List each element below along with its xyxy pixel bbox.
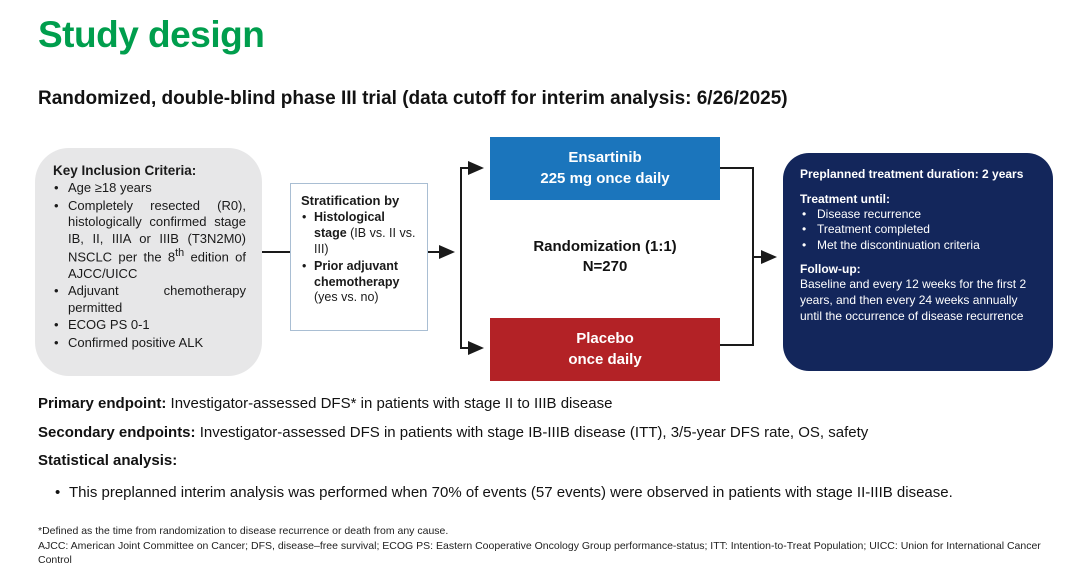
followup-text: Baseline and every 12 weeks for the firs… <box>800 277 1027 323</box>
list-item: Adjuvant chemotherapy permitted <box>53 283 246 316</box>
trial-subtitle: Randomized, double-blind phase III trial… <box>38 88 788 109</box>
arm-drug-name: Placebo <box>576 330 634 348</box>
inclusion-criteria-box: Key Inclusion Criteria: Age ≥18 years Co… <box>35 148 262 376</box>
treatment-until-list: Disease recurrence Treatment completed M… <box>800 207 1038 253</box>
list-item: ECOG PS 0-1 <box>53 317 246 334</box>
endpoints-section: Primary endpoint: Investigator-assessed … <box>38 395 1053 501</box>
placebo-arm-box: Placebo once daily <box>490 318 720 381</box>
statistical-analysis-heading: Statistical analysis: <box>38 452 178 469</box>
stratification-heading: Stratification by <box>301 193 400 208</box>
footnote-abbreviations: AJCC: American Joint Committee on Cancer… <box>38 539 1041 567</box>
spacer <box>800 253 1038 262</box>
stratification-list: Histological stage (IB vs. II vs. III) P… <box>301 210 419 306</box>
list-item: Histological stage (IB vs. II vs. III) <box>301 210 419 258</box>
randomization-n: N=270 <box>582 257 628 275</box>
secondary-endpoints: Secondary endpoints: Investigator-assess… <box>38 423 869 441</box>
treatment-plan-box: Preplanned treatment duration: 2 years T… <box>783 153 1053 371</box>
treatment-until-heading: Treatment until: <box>800 191 891 206</box>
primary-endpoint: Primary endpoint: Investigator-assessed … <box>38 395 613 412</box>
stratification-box: Stratification by Histological stage (IB… <box>290 183 428 331</box>
list-item: Confirmed positive ALK <box>53 335 246 352</box>
statistical-analysis-bullet: This preplanned interim analysis was per… <box>38 484 1053 501</box>
list-item: Completely resected (R0), histologically… <box>53 198 246 283</box>
arm-drug-name: Ensartinib <box>568 149 642 167</box>
list-item: Met the discontinuation criteria <box>800 238 1038 253</box>
list-item: Treatment completed <box>800 222 1038 237</box>
list-item: Age ≥18 years <box>53 180 246 197</box>
arm-dose: 225 mg once daily <box>540 169 670 187</box>
inclusion-heading: Key Inclusion Criteria: <box>53 163 197 178</box>
list-item: Prior adjuvant chemotherapy (yes vs. no) <box>301 259 419 307</box>
followup-heading: Follow-up: <box>800 261 861 276</box>
page-title: Study design <box>38 14 265 55</box>
footnotes: *Defined as the time from randomization … <box>38 524 1043 568</box>
inclusion-list: Age ≥18 years Completely resected (R0), … <box>53 180 246 351</box>
randomization-ratio: Randomization (1:1) <box>533 238 677 255</box>
randomization-label: Randomization (1:1) N=270 <box>490 237 720 276</box>
ensartinib-arm-box: Ensartinib 225 mg once daily <box>490 137 720 200</box>
spacer <box>800 183 1038 192</box>
treatment-duration: Preplanned treatment duration: 2 years <box>800 167 1024 181</box>
list-item: Disease recurrence <box>800 207 1038 222</box>
footnote-definition: *Defined as the time from randomization … <box>38 525 449 537</box>
arm-dose: once daily <box>568 350 642 368</box>
